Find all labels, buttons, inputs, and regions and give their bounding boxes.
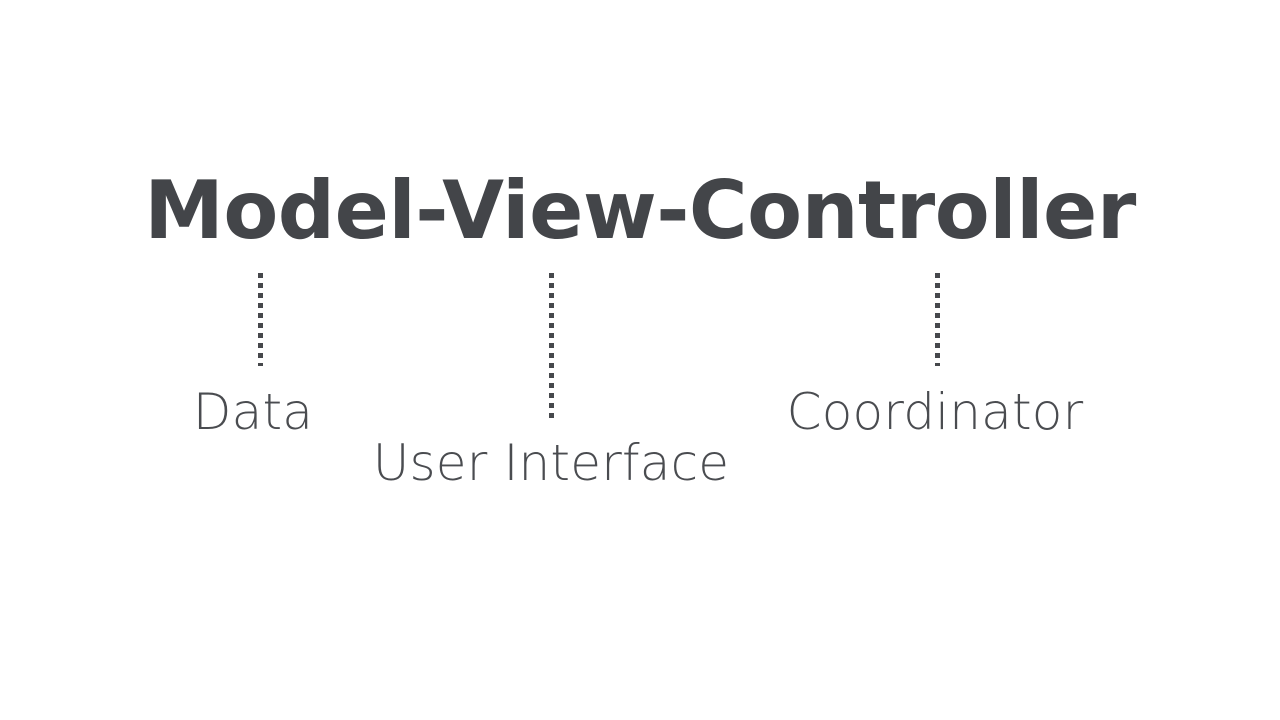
dotted-connector-controller [935, 273, 940, 366]
label-controller-coordinator: Coordinator [786, 383, 1084, 441]
label-view-user-interface: User Interface [372, 434, 730, 492]
dotted-connector-view [549, 273, 554, 419]
label-model-data: Data [192, 383, 314, 441]
dotted-connector-model [258, 273, 263, 366]
page-title: Model-View-Controller [144, 164, 1136, 257]
